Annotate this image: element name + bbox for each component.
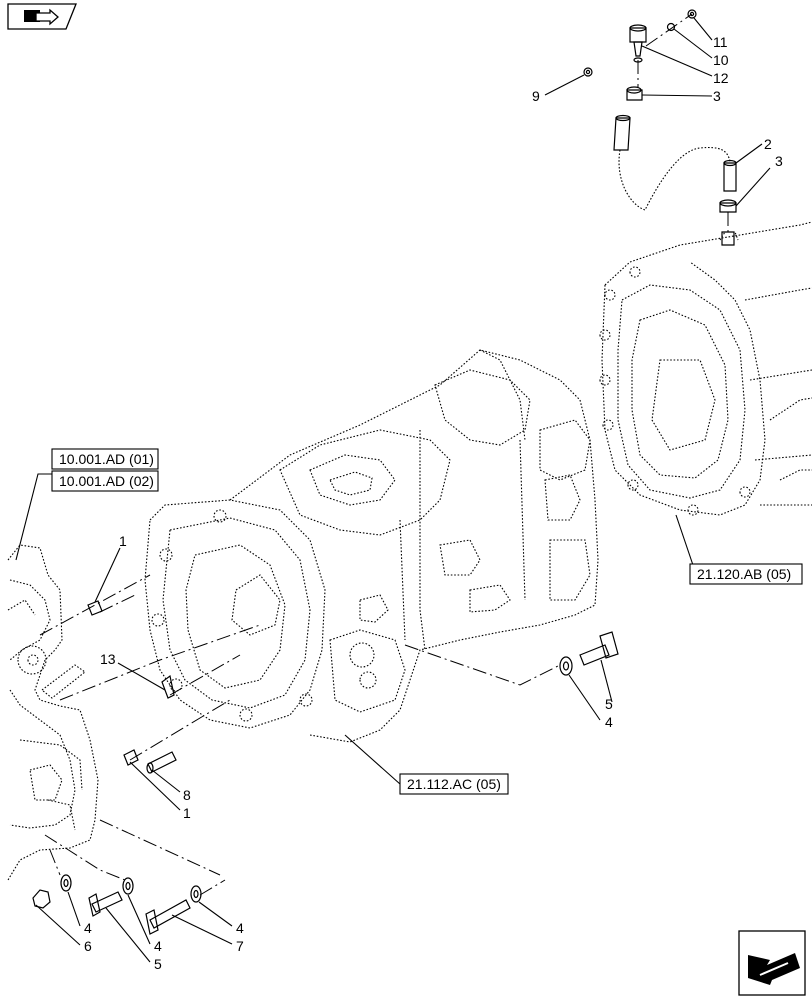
prev-page-button[interactable] — [7, 3, 77, 30]
alignment-lines — [39, 13, 729, 896]
callout-number: 7 — [236, 938, 244, 954]
callout-number: 4 — [605, 714, 613, 730]
callout-number: 3 — [775, 153, 783, 169]
reference-label: 10.001.AD (01) — [59, 451, 154, 467]
callout-number: 13 — [100, 651, 116, 667]
transmission-housing-drawing — [144, 349, 599, 743]
reference-label: 10.001.AD (02) — [59, 473, 154, 489]
reference-label: 21.120.AB (05) — [697, 566, 791, 582]
callout-number: 3 — [713, 88, 721, 104]
callout-number: 5 — [605, 696, 613, 712]
callout-number: 12 — [713, 70, 729, 86]
next-page-button[interactable] — [738, 930, 806, 996]
callout-number: 11 — [713, 34, 728, 50]
reference-box-10001ad01[interactable]: 10.001.AD (01) — [51, 448, 159, 470]
breather-fitting-parts — [583, 9, 737, 246]
leader-lines — [15, 17, 771, 963]
rear-axle-housing-drawing — [599, 221, 812, 516]
engine-housing-drawing — [7, 544, 99, 881]
callout-number: 2 — [764, 136, 772, 152]
callout-number: 4 — [84, 920, 92, 936]
reference-label: 21.112.AC (05) — [407, 776, 501, 792]
arrow-left-icon — [748, 953, 800, 985]
callout-numbers: 11 10 12 9 3 2 3 1 13 8 1 5 4 4 6 4 5 4 … — [84, 34, 783, 972]
callout-number: 6 — [84, 938, 92, 954]
callout-number: 8 — [183, 787, 191, 803]
callout-number: 1 — [119, 533, 127, 549]
callout-number: 1 — [183, 805, 191, 821]
callout-number: 4 — [236, 920, 244, 936]
callout-number: 4 — [154, 938, 162, 954]
book-arrow-icon — [24, 8, 59, 26]
reference-box-21112ac05[interactable]: 21.112.AC (05) — [399, 773, 509, 795]
callout-number: 5 — [154, 956, 162, 972]
fastener-parts — [32, 600, 619, 935]
reference-box-10001ad02[interactable]: 10.001.AD (02) — [51, 470, 159, 492]
callout-number: 10 — [713, 52, 729, 68]
reference-box-21120ab05[interactable]: 21.120.AB (05) — [689, 563, 803, 585]
callout-number: 9 — [532, 88, 540, 104]
